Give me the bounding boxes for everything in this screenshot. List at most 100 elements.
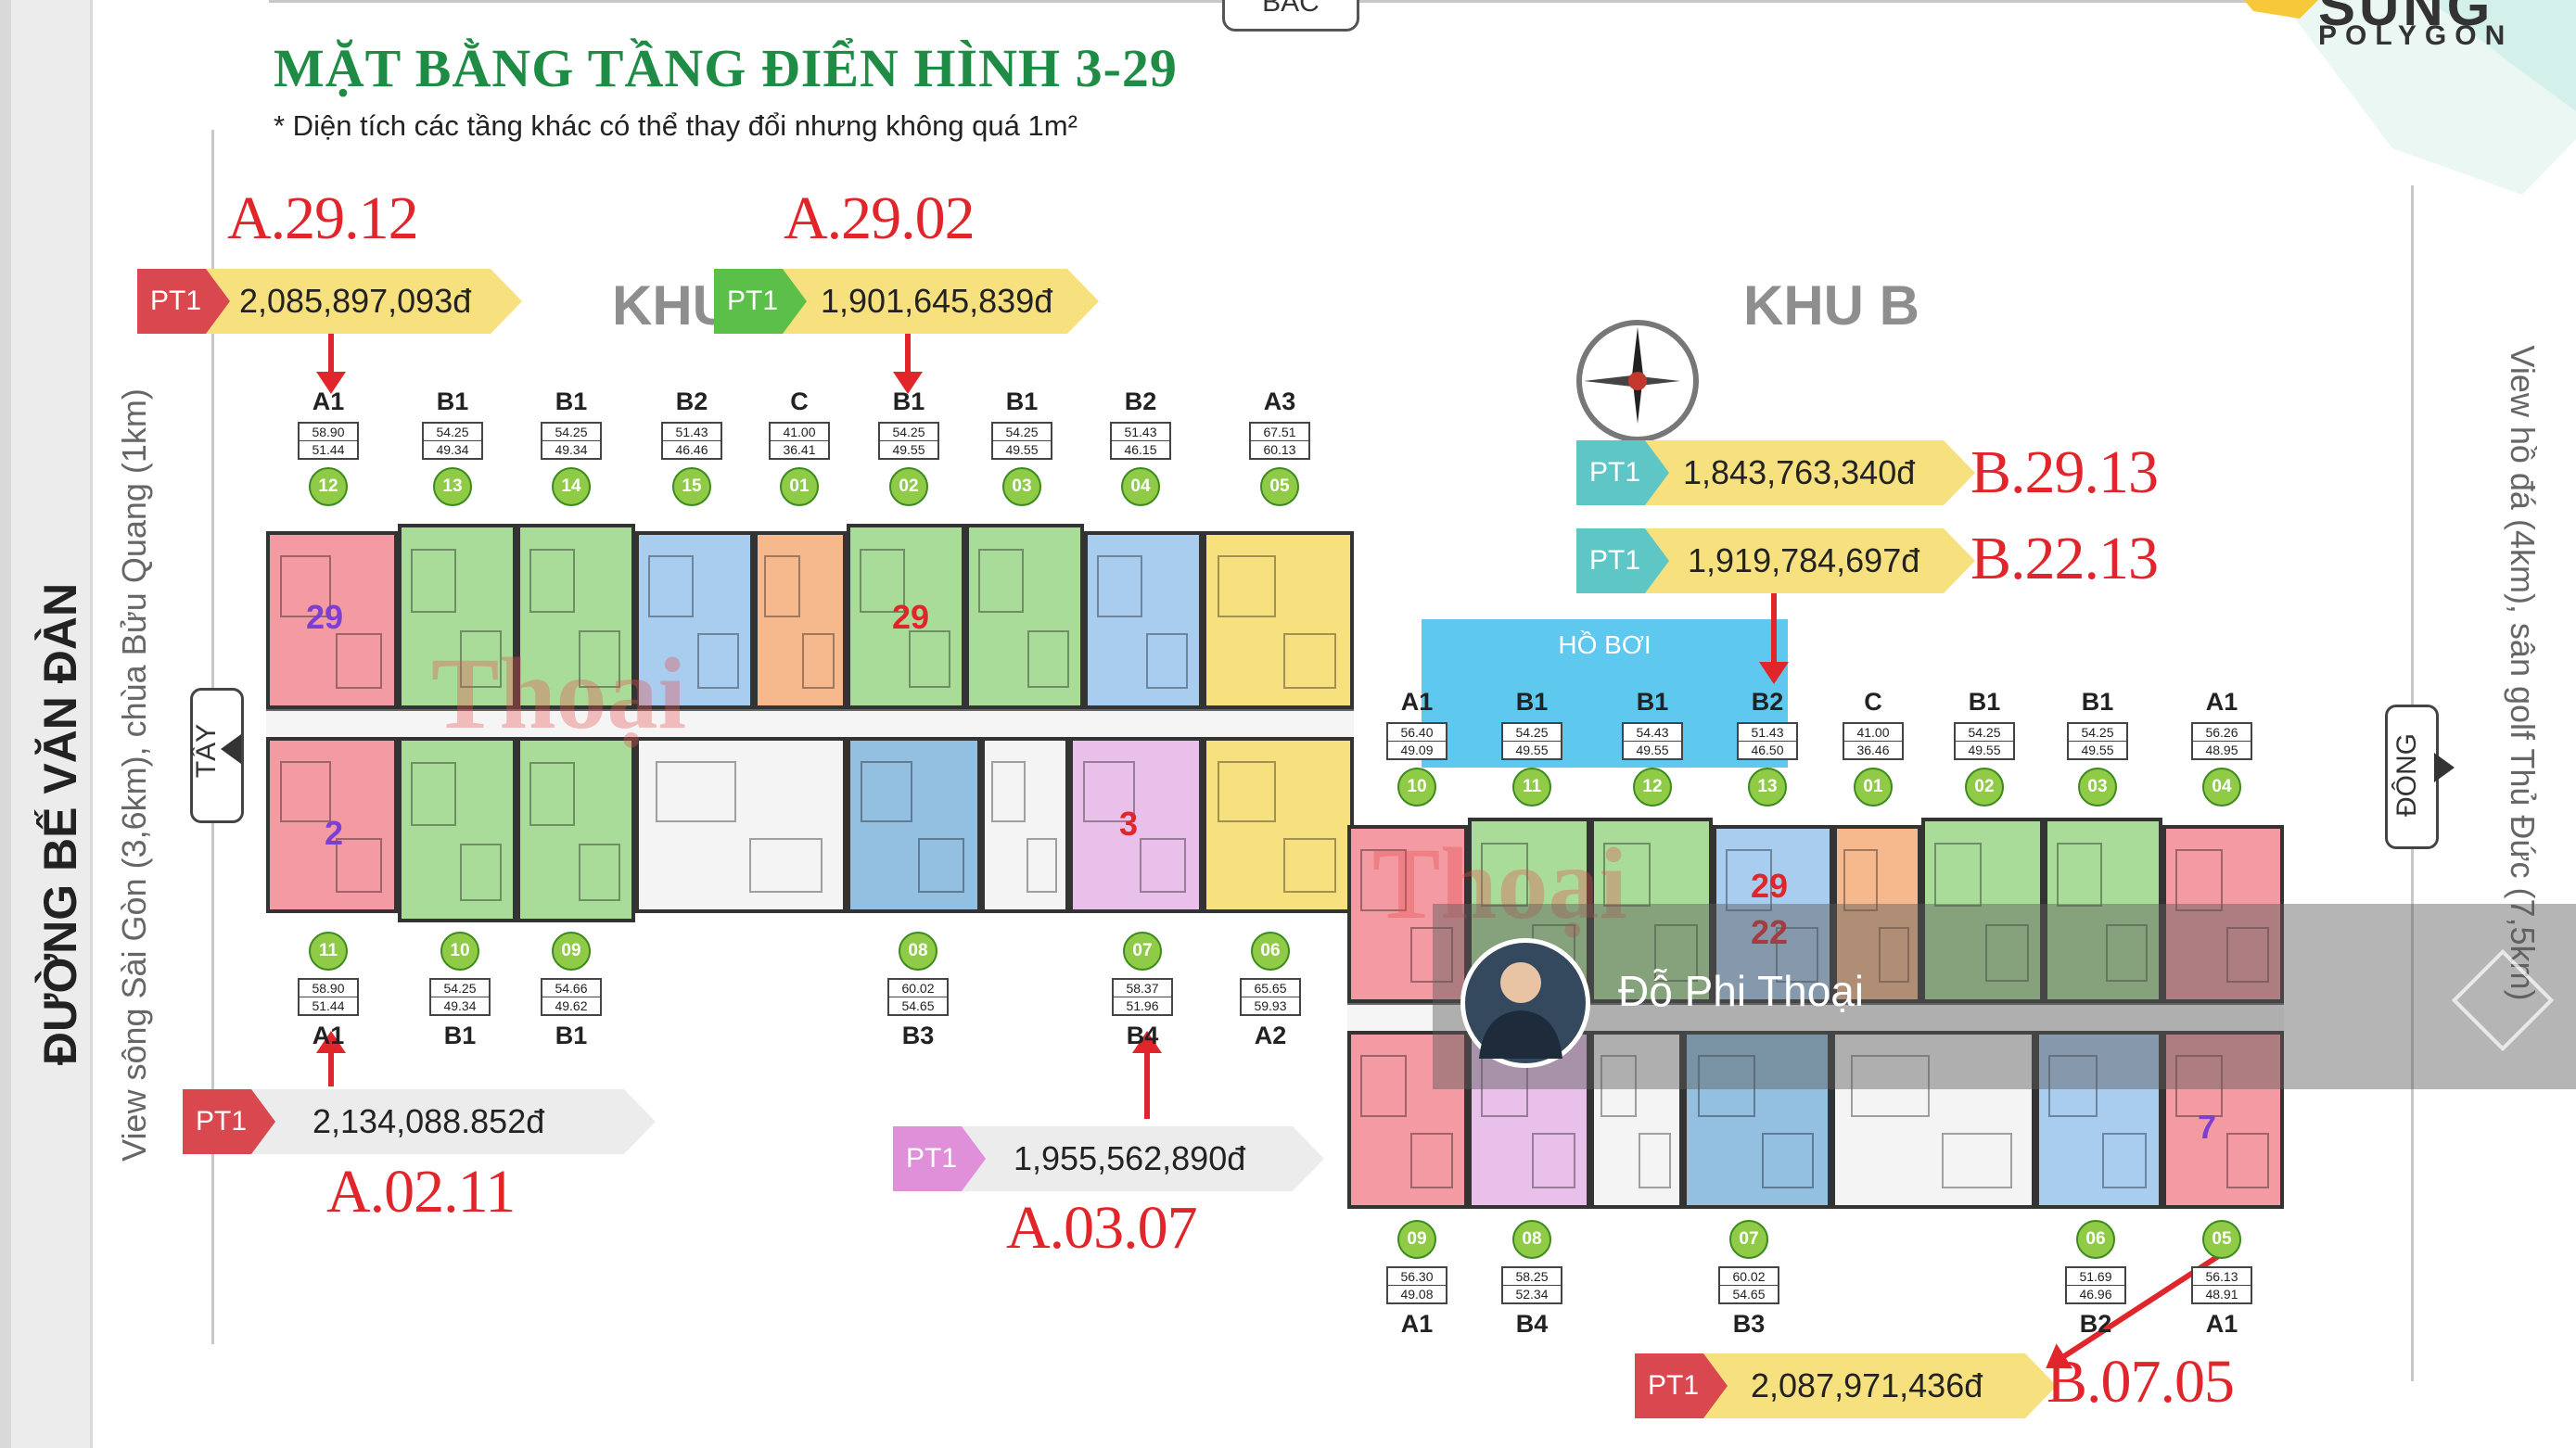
road-name: ĐƯỜNG BẾ VĂN ĐÀN (34, 582, 86, 1066)
unit-a14-plan (516, 524, 635, 709)
price-value: 2,087,971,436đ (1751, 1366, 1983, 1404)
gross-area: 67.51 (1263, 425, 1296, 439)
net-area: 59.93 (1242, 997, 1299, 1014)
floor-label-b-top: 29 (1751, 867, 1789, 905)
price-tag: PT1 1,919,784,697đ (1576, 528, 1975, 593)
unit-number-badge: 08 (899, 932, 937, 971)
unit-a07-plan (1069, 737, 1203, 913)
price-value: 1,843,763,340đ (1683, 453, 1916, 491)
price-value: 2,085,897,093đ (239, 282, 472, 320)
unit-type: B2 (1124, 387, 1157, 415)
unit-type: A2 (1254, 1022, 1287, 1049)
price-tag: PT1 2,085,897,093đ (137, 269, 522, 334)
zone-b-label: KHU B (1743, 274, 1919, 337)
unit-type: A1 (312, 387, 345, 415)
unit-type: B1 (555, 1022, 588, 1049)
price-value: 1,901,645,839đ (821, 282, 1053, 320)
unit-number-badge: 05 (1260, 467, 1299, 506)
net-area: 49.09 (1388, 741, 1446, 758)
gross-area: 54.25 (892, 425, 925, 439)
left-border-inner (11, 0, 90, 1448)
unit-number-badge: 07 (1729, 1220, 1768, 1259)
gross-area: 56.26 (2205, 725, 2238, 740)
price-tag: PT1 2,134,088.852đ (183, 1089, 656, 1154)
unit-type: B1 (2081, 688, 2114, 716)
unit-type: B3 (901, 1022, 935, 1049)
top-frame-line (269, 0, 1363, 3)
unit-b10-plan (1347, 825, 1468, 1003)
unit-type: A1 (1400, 1310, 1434, 1338)
unit-type: A1 (312, 1022, 345, 1049)
unit-number-badge: 11 (309, 932, 348, 971)
logo-text: POLYGON (2318, 20, 2514, 51)
gross-area: 56.13 (2205, 1269, 2238, 1284)
gross-area: 54.25 (1515, 725, 1549, 740)
floor-label-a-left: 2 (325, 814, 344, 852)
unit-type: A1 (2205, 688, 2238, 716)
gross-area: 54.25 (555, 425, 588, 439)
net-area: 60.13 (1251, 440, 1308, 458)
building-b-core (1831, 1031, 2035, 1209)
compass-icon (1576, 320, 1699, 442)
unit-type: B2 (2079, 1310, 2112, 1338)
net-area: 49.55 (1624, 741, 1681, 758)
unit-type: A1 (2205, 1310, 2238, 1338)
unit-a09-plan (516, 737, 635, 922)
unit-number-badge: 10 (1397, 768, 1436, 807)
unit-number-badge: 13 (1748, 768, 1787, 807)
unit-number-badge: 06 (2076, 1220, 2115, 1259)
unit-a04-plan (1084, 531, 1203, 709)
agent-avatar (1460, 938, 1590, 1068)
watermark-b: Thoại (1372, 827, 1628, 940)
unit-number-badge: 06 (1251, 932, 1290, 971)
unit-b13-plan (1713, 825, 1833, 1003)
east-arrow-icon (2434, 753, 2455, 782)
unit-number-badge: 09 (552, 932, 591, 971)
gross-area: 65.65 (1254, 981, 1287, 996)
arrow-a2912 (316, 334, 346, 394)
top-frame-line-right (1363, 0, 2290, 3)
gross-area: 56.30 (1400, 1269, 1434, 1284)
apartment-code: B.29.13 (1970, 438, 2159, 506)
unit-type: A1 (1400, 688, 1434, 716)
unit-b06-plan (2035, 1031, 2162, 1209)
gross-area: 51.43 (1751, 725, 1784, 740)
net-area: 54.65 (1720, 1285, 1778, 1302)
west-direction-box: TÂY (190, 688, 244, 823)
unit-a08-plan (847, 737, 981, 913)
unit-a10-plan (398, 737, 516, 922)
building-b-stair (1590, 1031, 1683, 1209)
unit-number-badge: 14 (552, 467, 591, 506)
building-a-core (635, 737, 847, 913)
gross-area: 58.37 (1126, 981, 1159, 996)
arrow-a0307 (1132, 1031, 1162, 1119)
apartment-code: A.29.02 (784, 184, 976, 252)
unit-number-badge: 02 (1965, 768, 2004, 807)
unit-number-badge: 08 (1512, 1220, 1551, 1259)
page-subtitle: * Diện tích các tầng khác có thể thay đổ… (274, 109, 1078, 142)
net-area: 49.55 (993, 440, 1051, 458)
price-tag: PT1 1,901,645,839đ (714, 269, 1099, 334)
unit-type: C (790, 387, 809, 415)
gross-area: 41.00 (783, 425, 816, 439)
net-area: 46.15 (1112, 440, 1169, 458)
east-direction-box: ĐÔNG (2385, 705, 2439, 849)
